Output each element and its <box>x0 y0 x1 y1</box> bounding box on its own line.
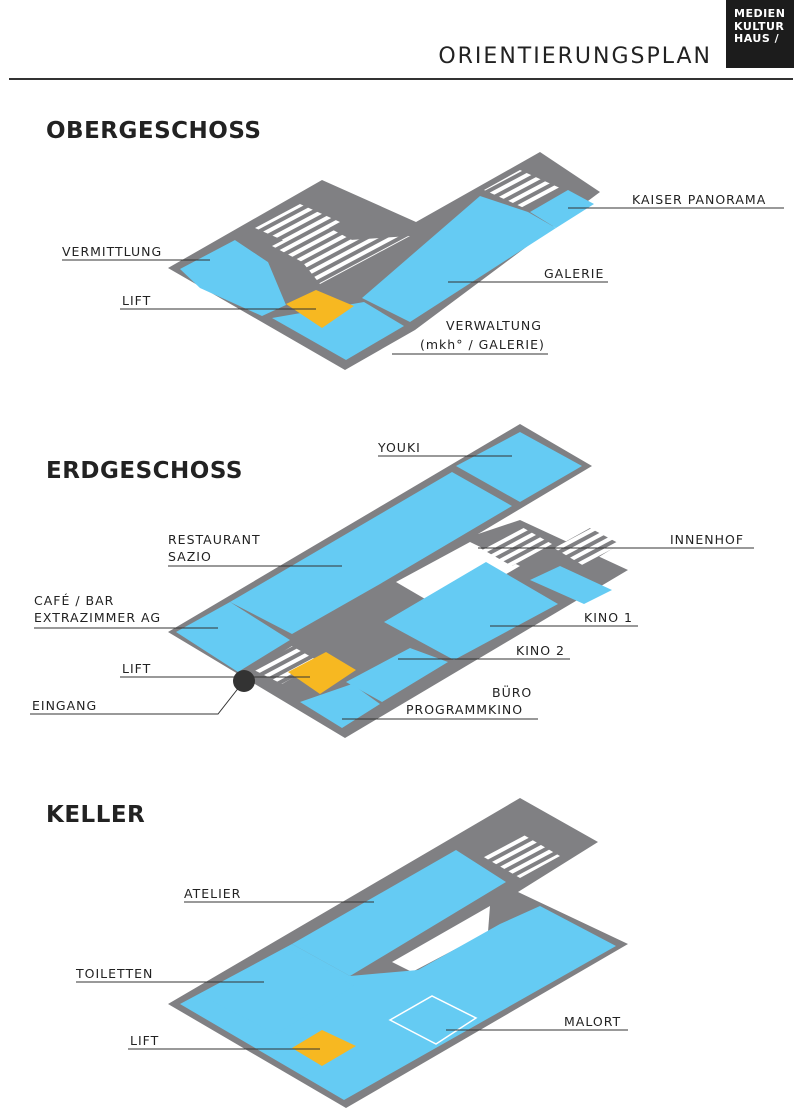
og-stairs-top <box>255 204 340 246</box>
leader-eg-eingang <box>30 685 241 715</box>
label-kl-lift: LIFT <box>130 1033 160 1048</box>
og-vermittlung-room <box>180 240 286 316</box>
og-stairs-left <box>272 222 352 264</box>
label-eg-kino2: KINO 2 <box>516 643 565 658</box>
label-eg-restaurant-sub: SAZIO <box>168 549 212 564</box>
logo-line-1: MEDIEN <box>734 7 786 20</box>
obergeschoss-plan <box>168 152 600 370</box>
floor-title-erdgeschoss: ERDGESCHOSS <box>46 458 243 484</box>
kl-atelier-room <box>292 850 506 976</box>
leader-lines <box>30 207 784 1050</box>
erdgeschoss-plan <box>168 424 628 738</box>
eg-youki-room <box>456 432 582 502</box>
kl-lift <box>292 1030 356 1066</box>
label-og-vermittlung: VERMITTLUNG <box>62 244 163 259</box>
label-eg-lift: LIFT <box>122 661 152 676</box>
eg-stairs-entrance <box>254 646 320 684</box>
eg-cafe-room <box>176 602 290 672</box>
label-kl-toiletten: TOILETTEN <box>76 966 154 981</box>
kl-stairs <box>482 834 560 878</box>
og-lift <box>286 290 354 328</box>
label-kl-malort: MALORT <box>564 1014 622 1029</box>
label-eg-innenhof: INNENHOF <box>670 532 745 547</box>
label-og-verwaltung: VERWALTUNG <box>446 318 542 333</box>
og-kaiser-panorama-room <box>530 190 594 228</box>
eg-buero-room <box>300 684 380 728</box>
logo-line-3: HAUS / <box>734 32 780 45</box>
eg-kino1-room <box>384 562 558 660</box>
label-eg-kino1: KINO 1 <box>584 610 633 625</box>
eg-entrance-marker <box>233 670 255 692</box>
eg-restaurant-room <box>230 472 512 634</box>
label-og-kaiser-panorama: KAISER PANORAMA <box>632 192 767 207</box>
header-divider <box>9 78 793 80</box>
eg-lift <box>288 652 356 694</box>
label-eg-cafe: CAFÉ / BAR <box>34 593 115 608</box>
label-og-verwaltung-sub: (mkh° / GALERIE) <box>420 337 545 352</box>
label-og-lift: LIFT <box>122 293 152 308</box>
label-eg-cafe-sub: EXTRAZIMMER AG <box>34 610 162 625</box>
eg-stairs-innenhof-1 <box>480 526 552 566</box>
og-stairs-right <box>304 236 410 284</box>
page-title: ORIENTIERUNGSPLAN <box>438 44 712 69</box>
label-kl-atelier: ATELIER <box>184 886 242 901</box>
floor-title-keller: KELLER <box>46 802 146 828</box>
label-eg-restaurant: RESTAURANT <box>168 532 261 547</box>
og-stairs-kaiser <box>484 170 560 208</box>
eg-kino1-side <box>530 566 612 604</box>
label-eg-buero-sub: PROGRAMMKINO <box>406 702 524 717</box>
floor-title-obergeschoss: OBERGESCHOSS <box>46 118 262 144</box>
medien-kultur-haus-logo: MEDIEN KULTUR HAUS / <box>726 0 794 68</box>
kl-malort-area <box>388 995 478 1045</box>
label-eg-eingang: EINGANG <box>32 698 98 713</box>
og-galerie-room <box>362 196 556 322</box>
label-og-galerie: GALERIE <box>544 266 605 281</box>
eg-innenhof-court <box>396 542 520 610</box>
keller-plan <box>168 798 628 1108</box>
kl-toiletten-room <box>202 950 354 1034</box>
label-eg-youki: YOUKI <box>378 440 421 455</box>
kl-corridor-cutout <box>392 906 490 972</box>
label-eg-buero: BÜRO <box>492 685 533 700</box>
eg-stairs-innenhof-2 <box>554 528 620 566</box>
logo-line-2: KULTUR <box>734 19 785 33</box>
eg-kino2-room <box>346 648 448 702</box>
